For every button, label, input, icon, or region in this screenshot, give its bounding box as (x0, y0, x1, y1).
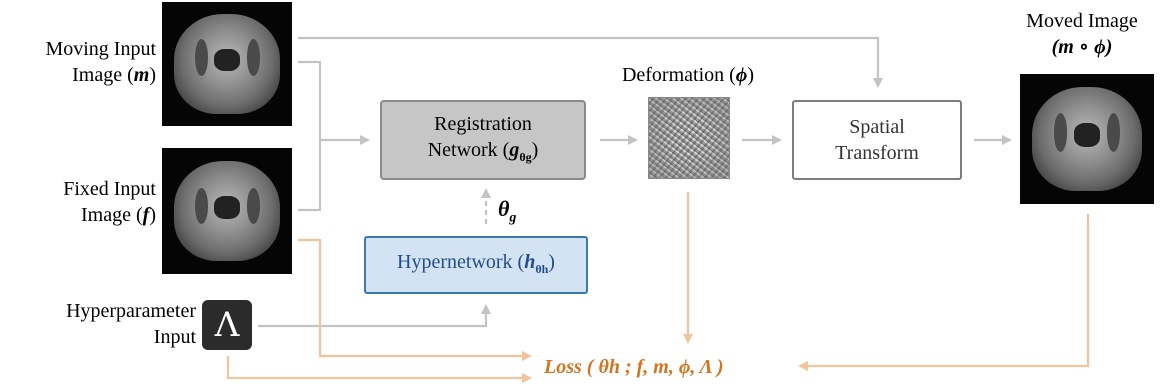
inputs-merge-bracket (298, 60, 322, 212)
moved-to-loss-arrow (798, 214, 1090, 371)
fixed-brain-image (162, 148, 292, 274)
lambda-icon: Λ (202, 300, 252, 350)
hypernetwork-box: Hypernetwork (hθh) (364, 236, 588, 294)
moved-image-label: Moved Image (m ∘ ϕ) (1026, 10, 1138, 58)
fixed-to-loss-arrow (298, 238, 532, 361)
fixed-image-label: Fixed Input Image (f) (63, 178, 156, 226)
fixed-symbol: f (142, 204, 150, 226)
hyperparameter-label: Hyperparameter Input (66, 300, 196, 348)
deformation-label: Deformation (ϕ) (621, 64, 755, 86)
theta-g-label: θg (498, 196, 517, 226)
loss-label: Loss ( θh ; f, m, ϕ, Λ ) (544, 356, 724, 378)
deformation-field-image (648, 97, 730, 179)
moving-to-spatial-arrow (298, 36, 883, 88)
moving-image-label: Moving Input Image (m) (45, 38, 156, 86)
registration-network-box: Registration Network (gθg) (380, 100, 586, 180)
spatial-transform-box: Spatial Transform (792, 100, 962, 180)
moving-symbol: m (133, 64, 150, 86)
lambda-to-loss-arrow (226, 356, 532, 383)
moving-brain-image (162, 2, 292, 126)
lambda-to-hypernetwork-arrow (258, 304, 491, 328)
moved-brain-image (1020, 74, 1154, 204)
